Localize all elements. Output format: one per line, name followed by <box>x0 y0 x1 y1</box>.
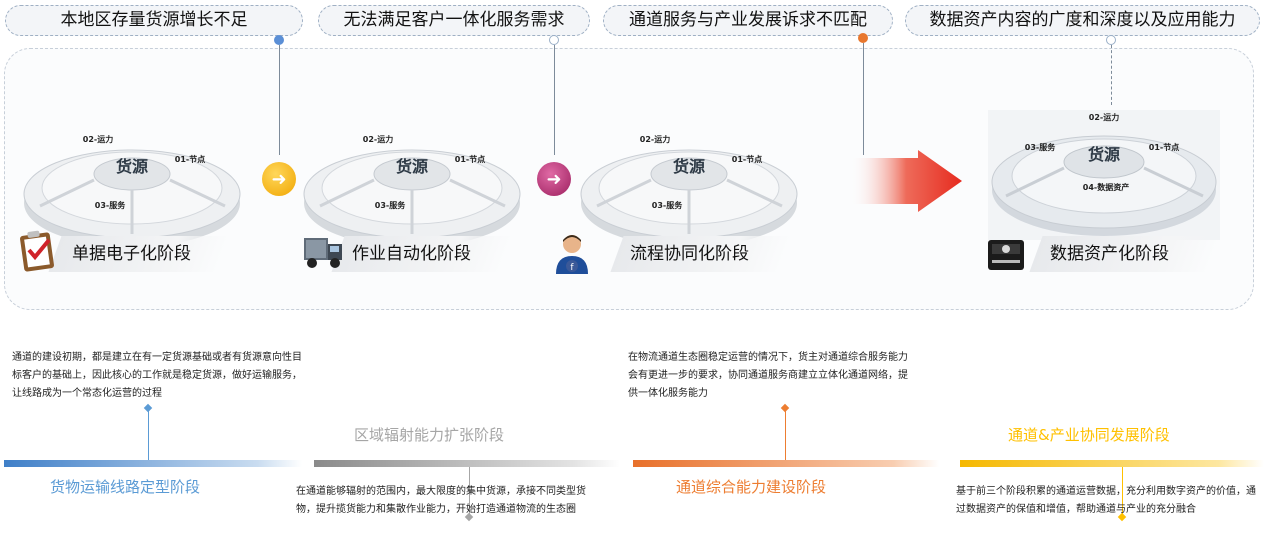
stage-disk-3: 货源 01-节点 02-运力 03-服务 <box>577 108 802 250</box>
phase-bar-2 <box>314 460 620 467</box>
stage-disk-2: 货源 01-节点 02-运力 03-服务 <box>300 108 525 250</box>
phase-description-4: 基于前三个阶段积累的通道运营数据，充分利用数字资产的价值，通过数据资产的保值和增… <box>956 486 1256 515</box>
phase-tick-4 <box>1122 467 1123 517</box>
problem-pill-2: 无法满足客户一体化服务需求 <box>318 5 590 36</box>
disk-segment-label: 01-节点 <box>455 154 485 164</box>
stage-disk-4: 货源 01-节点 02-运力 03-服务 04-数据资产 <box>988 110 1220 240</box>
next-arrow-icon: ➜ <box>262 162 296 196</box>
disk-center-label: 货源 <box>673 157 705 176</box>
disk-segment-label: 01-节点 <box>175 154 205 164</box>
disk-center-label: 货源 <box>396 157 428 176</box>
phase-tick-dot-1 <box>143 403 153 413</box>
disk-segment-label: 01-节点 <box>1149 142 1179 152</box>
disk-segment-label: 02-运力 <box>83 134 113 144</box>
connector-line-4 <box>1111 45 1112 105</box>
phase-tick-2 <box>469 467 470 517</box>
connector-line-1 <box>279 45 280 155</box>
connector-dot-3 <box>858 33 868 43</box>
stage-label-3: 流程协同化阶段 <box>630 244 749 264</box>
disk-segment-label: 03-服务 <box>375 200 406 210</box>
phase-bar-3 <box>633 460 939 467</box>
next-arrow-icon: ➜ <box>537 162 571 196</box>
phase-tick-dot-3 <box>780 403 790 413</box>
disk-segment-label: 01-节点 <box>732 154 762 164</box>
disk-segment-label: 02-运力 <box>363 134 393 144</box>
phase-title-2: 区域辐射能力扩张阶段 <box>354 426 505 444</box>
connector-line-3 <box>863 43 864 155</box>
phase-title-1: 货物运输线路定型阶段 <box>50 478 201 496</box>
problem-pill-1: 本地区存量货源增长不足 <box>5 5 303 36</box>
disk-segment-label: 04-数据资产 <box>1083 182 1129 192</box>
stage-disk-1: 货源 01-节点 02-运力 03-服务 <box>20 108 245 250</box>
problem-label: 无法满足客户一体化服务需求 <box>343 10 565 30</box>
phase-bar-4 <box>960 460 1264 467</box>
disk-segment-label: 03-服务 <box>95 200 126 210</box>
stage-label-4: 数据资产化阶段 <box>1050 244 1169 264</box>
connector-dot-2 <box>549 35 559 45</box>
person-icon: f <box>552 232 592 280</box>
connector-line-2 <box>554 45 555 155</box>
connector-dot-1 <box>274 35 284 45</box>
phase-tick-1 <box>148 408 149 460</box>
problem-label: 通道服务与产业发展诉求不匹配 <box>629 10 867 30</box>
connector-dot-4 <box>1106 35 1116 45</box>
disk-segment-label: 03-服务 <box>652 200 683 210</box>
stage-label-2: 作业自动化阶段 <box>352 244 471 264</box>
disk-segment-label: 03-服务 <box>1025 142 1056 152</box>
phase-description-1: 通道的建设初期，都是建立在有一定货源基础或者有货源意向性目标客户的基础上，因此核… <box>12 352 302 399</box>
problem-label: 本地区存量货源增长不足 <box>60 10 248 30</box>
disk-segment-label: 02-运力 <box>640 134 670 144</box>
problem-label: 数据资产内容的广度和深度以及应用能力 <box>929 10 1236 30</box>
phase-tick-3 <box>785 408 786 460</box>
phase-description-2: 在通道能够辐射的范围内，最大限度的集中货源，承接不同类型货物，提升揽货能力和集散… <box>296 486 586 515</box>
phase-description-3: 在物流通道生态圈稳定运营的情况下，货主对通道综合服务能力会有更进一步的要求，协同… <box>628 352 908 399</box>
svg-text:f: f <box>570 263 574 273</box>
big-red-arrow-icon <box>850 150 962 212</box>
server-icon <box>986 238 1026 276</box>
clipboard-check-icon <box>16 228 60 276</box>
disk-segment-label: 02-运力 <box>1089 112 1119 122</box>
phase-bar-1 <box>4 460 302 467</box>
problem-pill-4: 数据资产内容的广度和深度以及应用能力 <box>905 5 1260 36</box>
disk-center-label: 货源 <box>116 157 148 176</box>
problem-pill-3: 通道服务与产业发展诉求不匹配 <box>603 5 893 36</box>
stage-label-1: 单据电子化阶段 <box>72 244 191 264</box>
truck-icon <box>300 232 346 276</box>
disk-center-label: 货源 <box>1088 145 1120 164</box>
phase-title-4: 通道&产业协同发展阶段 <box>1008 426 1170 444</box>
phase-title-3: 通道综合能力建设阶段 <box>676 478 827 496</box>
